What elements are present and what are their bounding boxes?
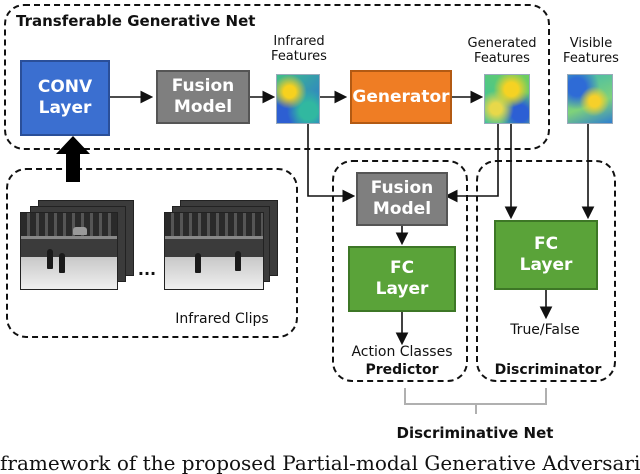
clips-ellipsis: ... <box>137 260 157 279</box>
generated-feature-map <box>484 74 530 124</box>
fc-layer-discriminator-box: FC Layer <box>494 220 598 290</box>
discriminator-label: Discriminator <box>494 362 602 378</box>
arrows <box>108 90 595 346</box>
infrared-feature-map <box>276 74 320 124</box>
infrared-clips-label: Infrared Clips <box>175 311 269 327</box>
generative-net-title: Transferable Generative Net <box>16 12 256 30</box>
infrared-features-label: Infrared Features <box>271 34 327 64</box>
discriminator-region <box>476 160 616 382</box>
discriminative-net-bracket <box>404 388 547 405</box>
conv-layer-box: CONV Layer <box>20 60 110 136</box>
connector-layer <box>56 90 595 414</box>
discriminative-net-label: Discriminative Net <box>396 424 554 442</box>
generative-net-region <box>4 4 550 150</box>
caption-fragment: framework of the proposed Partial-modal … <box>0 452 640 474</box>
visible-feature-map <box>567 74 613 124</box>
action-classes-label: Action Classes <box>351 344 453 360</box>
visible-features-label: Visible Features <box>563 36 619 66</box>
true-false-label: True/False <box>510 322 580 338</box>
infrared-clips-region <box>6 168 298 338</box>
predictor-label: Predictor <box>365 362 439 378</box>
fusion-model-box-bottom: Fusion Model <box>356 172 448 226</box>
generated-features-label: Generated Features <box>467 36 537 66</box>
predictor-region <box>332 160 468 382</box>
diagram: Transferable Generative Net CONV Layer <box>0 4 640 474</box>
upward-arrow-icon <box>56 136 90 182</box>
clip-frame-left <box>20 212 118 290</box>
fc-layer-predictor-box: FC Layer <box>348 246 456 312</box>
generator-box: Generator <box>350 70 452 124</box>
clip-frame-right <box>164 212 264 290</box>
fusion-model-box-top: Fusion Model <box>156 70 250 124</box>
